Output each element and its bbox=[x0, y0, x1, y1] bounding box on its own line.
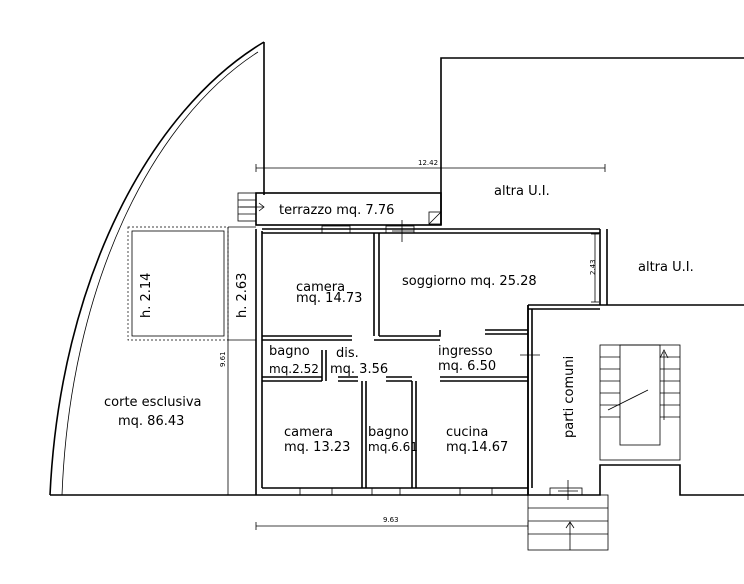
courtyard-curve-inner bbox=[61, 51, 259, 496]
stairwell bbox=[599, 344, 681, 461]
dimension-soggiorno bbox=[591, 233, 599, 303]
label-corte-name: corte esclusiva bbox=[104, 395, 202, 410]
window bbox=[459, 487, 493, 496]
label-altra-ui-right: altra U.I. bbox=[638, 260, 694, 275]
label-bagno1-area: mq.2.52 bbox=[269, 362, 319, 376]
label-camera1-name: camera bbox=[296, 280, 345, 295]
label-camera2-name: camera bbox=[284, 425, 333, 440]
window bbox=[321, 225, 351, 234]
window bbox=[549, 487, 583, 496]
courtyard-curve bbox=[49, 41, 265, 496]
label-camera1-area: mq. 14.73 bbox=[296, 291, 362, 306]
window bbox=[299, 487, 333, 496]
label-height-2: h. 2.63 bbox=[235, 273, 250, 318]
label-height-1: h. 2.14 bbox=[139, 273, 154, 318]
label-dis-area: mq. 3.56 bbox=[330, 362, 388, 377]
label-cucina-area: mq.14.67 bbox=[446, 440, 508, 455]
dimension-bottom bbox=[255, 522, 529, 530]
label-parti-comuni: parti comuni bbox=[562, 356, 577, 438]
parti-comuni-outline bbox=[527, 305, 744, 496]
label-bagno1-name: bagno bbox=[269, 344, 310, 359]
dim-left-depth: 9.61 bbox=[219, 351, 227, 367]
label-altra-ui-top: altra U.I. bbox=[494, 184, 550, 199]
label-ingresso-area: mq. 6.50 bbox=[438, 359, 496, 374]
label-terrazzo: terrazzo mq. 7.76 bbox=[279, 203, 394, 218]
dim-top-width: 12.42 bbox=[418, 159, 438, 167]
label-bagno2-name: bagno bbox=[368, 425, 409, 440]
dim-soggiorno-depth: 2.43 bbox=[589, 259, 597, 275]
label-bagno2-area: mq.6.61 bbox=[368, 440, 418, 454]
label-cucina-name: cucina bbox=[446, 425, 488, 440]
label-corte-area: mq. 86.43 bbox=[118, 414, 184, 429]
entrance-stair bbox=[527, 494, 609, 551]
altra-ui-top-wall bbox=[440, 57, 744, 195]
label-camera2-area: mq. 13.23 bbox=[284, 440, 350, 455]
terrazzo-corner-box bbox=[428, 211, 442, 225]
window bbox=[371, 487, 401, 496]
dimension-top bbox=[255, 164, 606, 172]
dim-bottom-width: 9.63 bbox=[383, 516, 399, 524]
stair-treads bbox=[600, 349, 680, 420]
label-ingresso-name: ingresso bbox=[438, 344, 493, 359]
window bbox=[385, 225, 415, 234]
label-soggiorno: soggiorno mq. 25.28 bbox=[402, 274, 537, 289]
label-dis-name: dis. bbox=[336, 346, 359, 361]
